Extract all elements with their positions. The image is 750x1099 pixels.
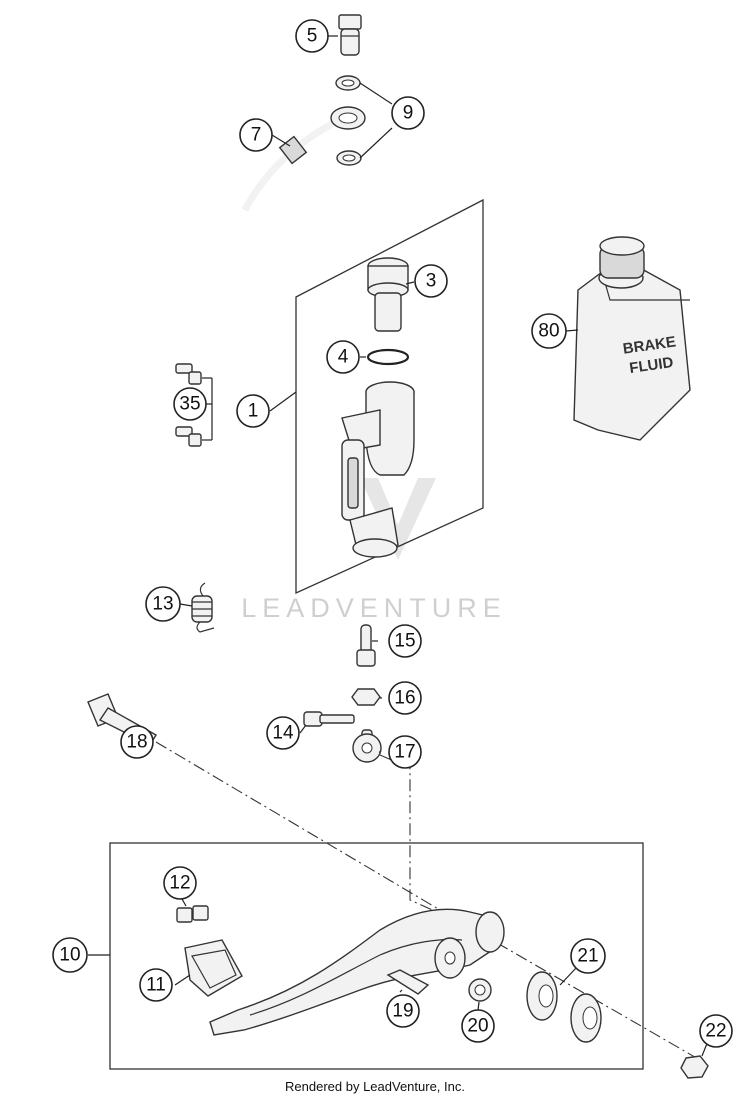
callout-17: 17	[388, 735, 422, 769]
svg-text:11: 11	[146, 975, 166, 996]
svg-text:9: 9	[403, 103, 414, 124]
part-brake-fluid-bottle	[573, 236, 691, 441]
svg-text:5: 5	[307, 26, 318, 47]
svg-text:7: 7	[251, 125, 262, 146]
callout-11: 11	[139, 968, 173, 1002]
svg-text:80: 80	[538, 321, 559, 342]
footer-credit: Rendered by LeadVenture, Inc.	[285, 1079, 465, 1094]
callout-4: 4	[326, 340, 360, 374]
svg-text:18: 18	[126, 732, 147, 753]
brake-pedal-frame	[109, 842, 644, 1070]
master-cylinder-frame	[295, 198, 484, 595]
svg-text:20: 20	[467, 1016, 488, 1037]
part-pin	[386, 969, 430, 995]
svg-text:35: 35	[179, 394, 200, 415]
callout-22: 22	[699, 1014, 733, 1048]
callout-19: 19	[386, 994, 420, 1028]
svg-text:15: 15	[394, 631, 415, 652]
part-bearings	[526, 971, 602, 1043]
callout-7: 7	[239, 118, 273, 152]
callout-35: 35	[173, 387, 207, 421]
callout-3: 3	[414, 264, 448, 298]
svg-text:22: 22	[705, 1021, 726, 1042]
part-spring	[191, 582, 215, 633]
callout-80: 80	[531, 313, 567, 349]
assembly-line-clevis	[379, 754, 456, 921]
assembly-line-pivot	[155, 741, 701, 1061]
callout-12: 12	[163, 866, 197, 900]
part-screws	[175, 363, 202, 447]
leader-lines	[88, 35, 713, 1057]
svg-text:4: 4	[338, 347, 349, 368]
callout-13: 13	[145, 586, 181, 622]
bottle-label-line2: FLUID	[628, 354, 674, 377]
svg-text:21: 21	[577, 946, 598, 967]
svg-text:12: 12	[169, 873, 190, 894]
part-o-ring	[366, 348, 410, 366]
svg-text:19: 19	[392, 1001, 413, 1022]
part-pedal-tip	[184, 939, 243, 997]
callout-1: 1	[236, 394, 270, 428]
svg-text:13: 13	[152, 594, 173, 615]
part-master-cylinder	[341, 381, 415, 558]
part-brake-pedal	[209, 908, 505, 1036]
callout-18: 18	[120, 725, 154, 759]
watermark-logo	[360, 478, 436, 560]
callout-20: 20	[461, 1009, 495, 1043]
svg-text:3: 3	[426, 271, 437, 292]
part-washers	[335, 75, 362, 166]
part-push-rod	[356, 624, 376, 667]
callout-21: 21	[570, 938, 606, 974]
part-banjo-bolt	[338, 14, 362, 56]
svg-text:17: 17	[394, 742, 415, 763]
part-axle-nut	[680, 1055, 709, 1079]
svg-text:1: 1	[248, 401, 259, 422]
callout-5: 5	[295, 19, 329, 53]
part-nut	[351, 688, 381, 706]
part-reservoir-fitting	[367, 257, 409, 332]
callout-14: 14	[266, 716, 300, 750]
part-bolt-14	[303, 711, 355, 727]
svg-text:16: 16	[394, 688, 415, 709]
callout-15: 15	[388, 624, 422, 658]
callout-9: 9	[391, 96, 425, 130]
svg-text:14: 14	[272, 723, 294, 744]
watermark-text: LEADVENTURE	[241, 593, 507, 623]
svg-text:10: 10	[59, 945, 80, 966]
callout-16: 16	[388, 681, 422, 715]
part-rivets	[176, 905, 209, 923]
part-clevis	[352, 729, 382, 763]
part-bushing	[468, 978, 492, 1002]
callout-10: 10	[52, 937, 88, 973]
